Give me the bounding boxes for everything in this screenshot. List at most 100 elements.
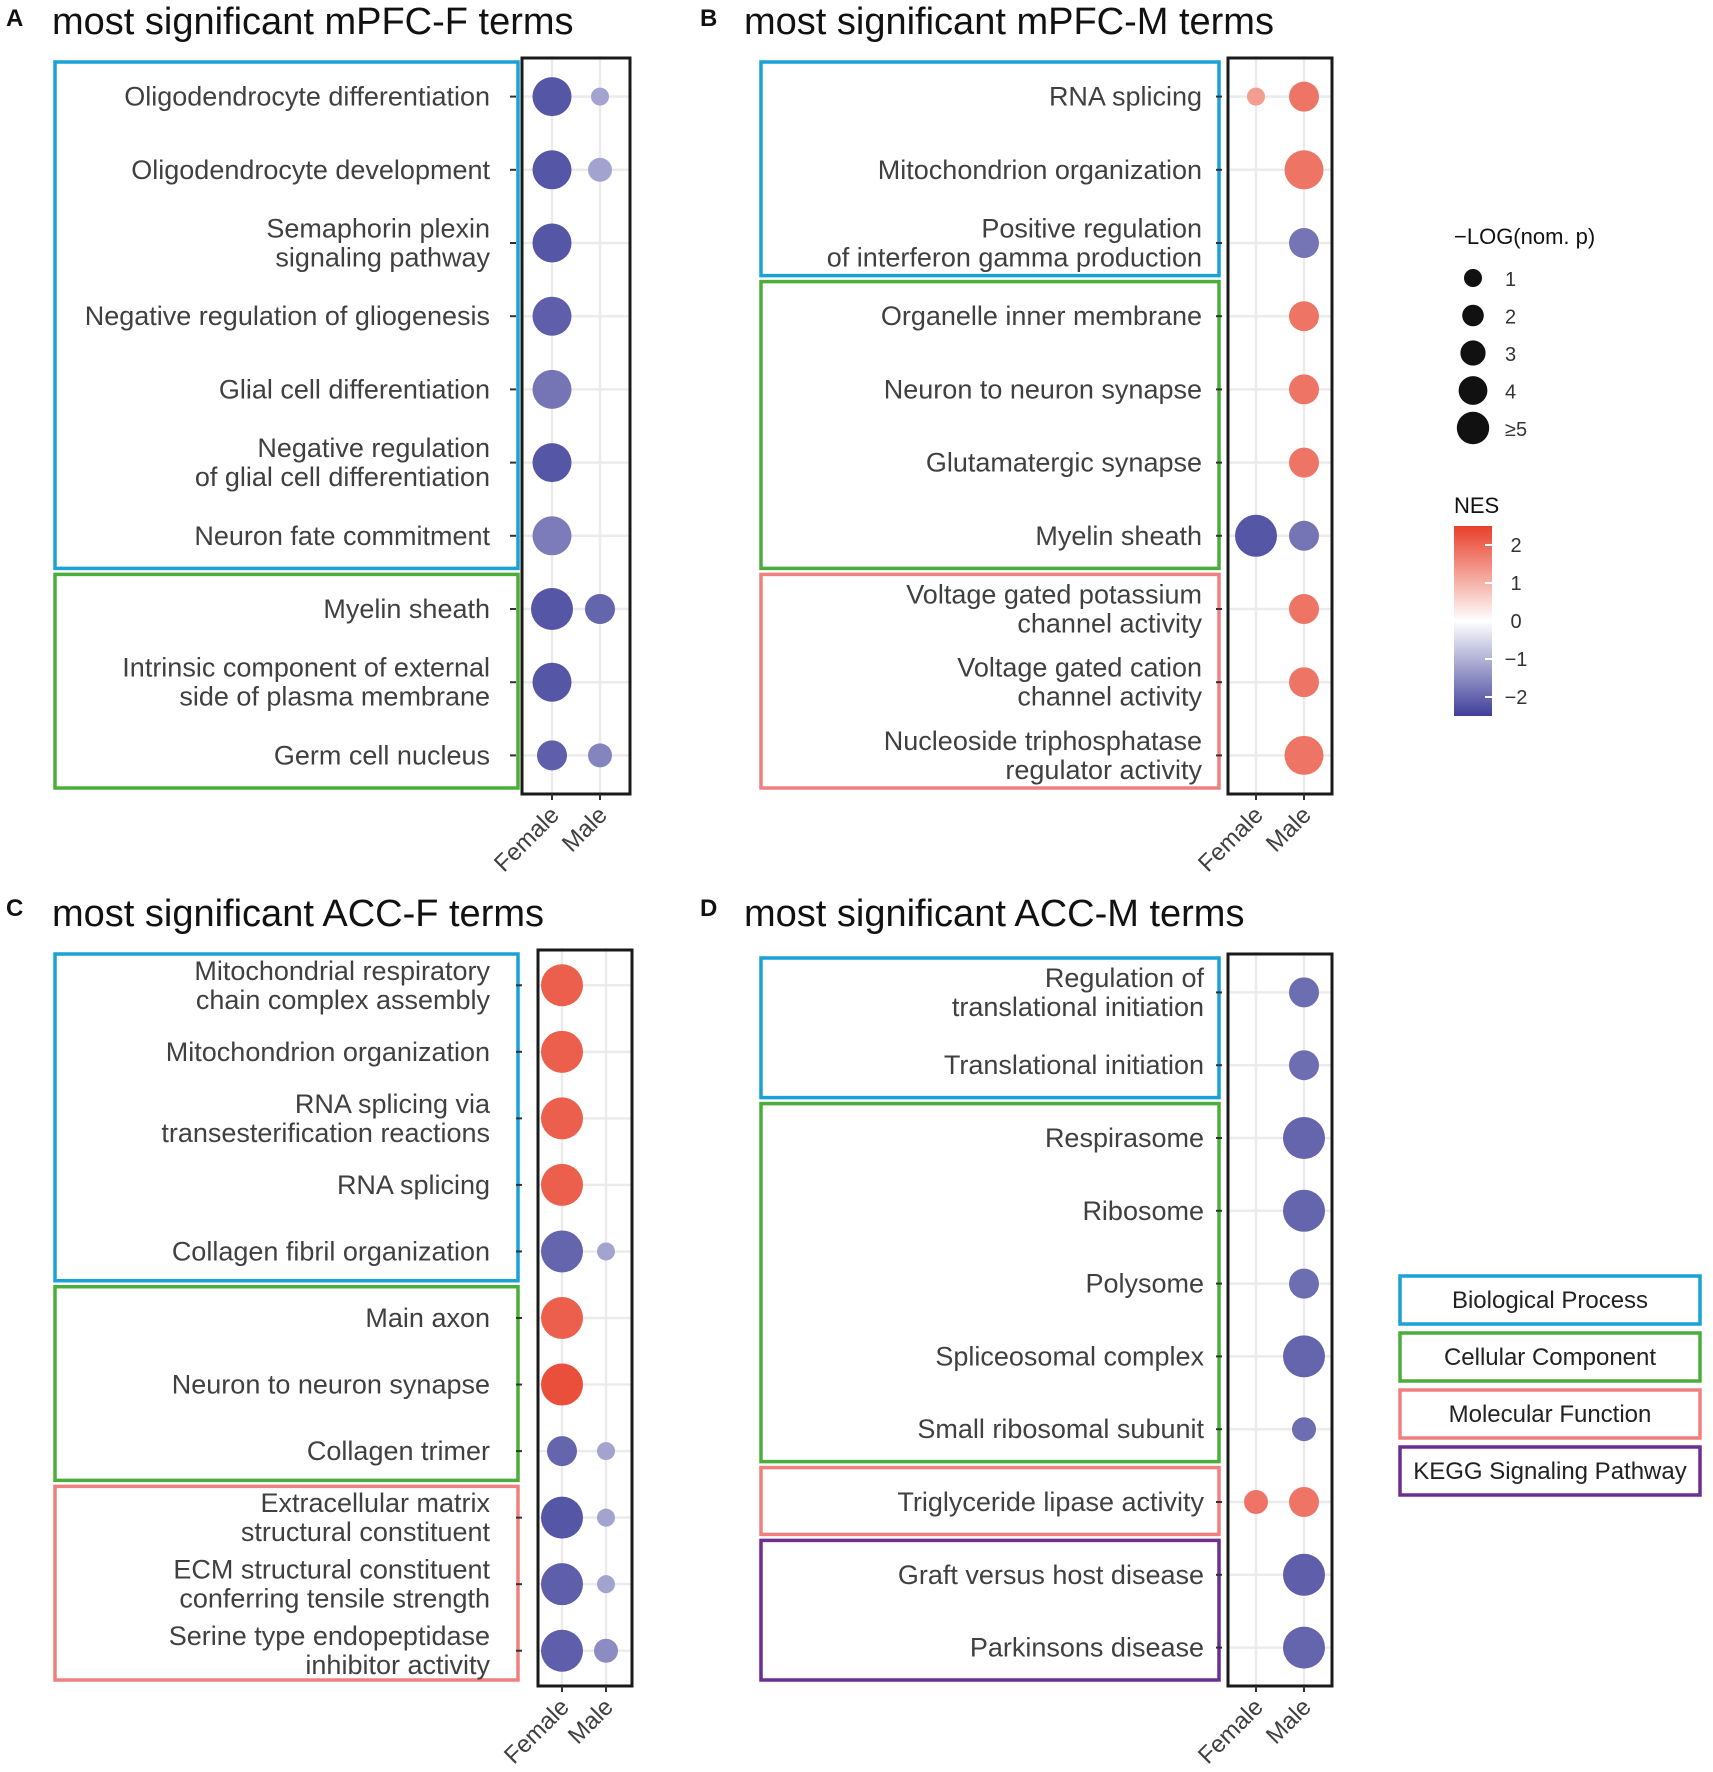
dot-female [532,369,572,409]
term-label: Glutamatergic synapse [926,448,1202,478]
size-legend-label: 2 [1505,307,1516,329]
term-label: of interferon gamma production [827,243,1202,273]
dot-female [541,1030,583,1073]
category-key-box [1398,1388,1702,1440]
dot-male [597,1242,615,1261]
panel-letter: A [6,5,23,32]
category-key-label: KEGG Signaling Pathway [1413,1458,1686,1485]
panel-title: most significant ACC-M terms [744,893,1244,935]
size-legend-dot [1456,411,1490,445]
term-label: signaling pathway [275,243,490,273]
dot-female [532,516,572,556]
term-label: Glial cell differentiation [219,374,490,404]
size-legend-label: 4 [1505,382,1516,404]
term-label: transesterification reactions [161,1118,490,1148]
term-label: Myelin sheath [1035,521,1202,551]
term-label: Oligodendrocyte development [131,155,490,185]
x-tick-label: Male [1261,1694,1317,1750]
dot-female [541,1163,583,1206]
category-key-label: Biological Process [1452,1287,1648,1314]
dot-male [1284,150,1324,190]
term-label: Voltage gated potassium [906,580,1202,610]
dot-male [1289,977,1319,1008]
term-label: Spliceosomal complex [935,1341,1204,1371]
category-box-cellular-component [53,572,520,790]
dot-female [532,296,572,336]
term-label: Small ribosomal subunit [917,1414,1204,1444]
dot-female [537,740,567,771]
dot-male [1284,735,1324,775]
dot-male [591,87,609,106]
term-label: side of plasma membrane [179,682,490,712]
category-key-label: Molecular Function [1449,1401,1652,1428]
dot-male [597,1508,615,1527]
panel-title: most significant mPFC-F terms [52,1,574,43]
plot-frame [1226,952,1334,1688]
size-legend-label: 3 [1505,344,1516,366]
dot-female [532,150,572,190]
dot-male [1283,1117,1325,1159]
colorbar-label: 1 [1510,573,1521,595]
colorbar-label: −2 [1505,687,1528,709]
term-label: chain complex assembly [196,985,491,1015]
panel-letter: C [6,895,23,922]
dot-male [1289,81,1319,112]
term-label: RNA splicing via [295,1089,491,1119]
category-key-box [1398,1274,1702,1326]
term-label: Nucleoside triphosphatase [884,726,1202,756]
term-label: Neuron to neuron synapse [884,374,1202,404]
term-label: Graft versus host disease [898,1560,1204,1590]
category-key-box [1398,1331,1702,1383]
term-label: Collagen fibril organization [172,1236,490,1266]
size-legend-dot [1460,340,1486,366]
term-label: Positive regulation [981,214,1202,244]
dot-male [1292,1417,1316,1442]
term-label: Main axon [365,1303,490,1333]
term-label: structural constituent [241,1517,491,1547]
dot-male [1289,228,1319,258]
dot-male [1289,374,1319,405]
term-label: Translational initiation [944,1050,1204,1080]
dot-female [1235,514,1277,557]
dot-female [541,1496,583,1539]
term-label: Neuron to neuron synapse [172,1370,490,1400]
dot-male [594,1638,618,1663]
dot-female [541,1230,583,1273]
dot-male [1283,1189,1325,1232]
size-legend-label: 1 [1505,269,1516,291]
size-legend-dot [1464,269,1482,287]
term-label: inhibitor activity [305,1650,490,1680]
dot-female [541,1563,583,1606]
dot-male [597,1442,615,1461]
term-label: Serine type endopeptidase [169,1621,490,1651]
dot-female [532,662,572,702]
term-label: Mitochondrion organization [878,155,1202,185]
term-label: RNA splicing [1049,82,1202,112]
size-legend-title: −LOG(nom. p) [1454,224,1595,249]
term-label: Regulation of [1045,963,1205,993]
term-label: of glial cell differentiation [195,462,490,492]
term-label: Polysome [1085,1269,1204,1299]
dot-male [1289,447,1319,478]
colorbar-label: −1 [1505,649,1528,671]
term-label: Intrinsic component of external [122,653,490,683]
dot-female [532,223,572,263]
dot-female [532,77,572,117]
term-label: Mitochondrion organization [166,1037,490,1067]
dot-male [1289,1268,1319,1299]
category-key-label: Cellular Component [1444,1344,1656,1371]
dot-female [1244,1490,1268,1514]
plot-frame [520,56,632,796]
dot-male [597,1575,615,1594]
panel-title: most significant ACC-F terms [52,893,544,935]
dot-male [1289,301,1319,332]
x-tick-label: Female [489,802,565,878]
term-label: RNA splicing [337,1170,490,1200]
term-label: Parkinsons disease [970,1633,1204,1663]
